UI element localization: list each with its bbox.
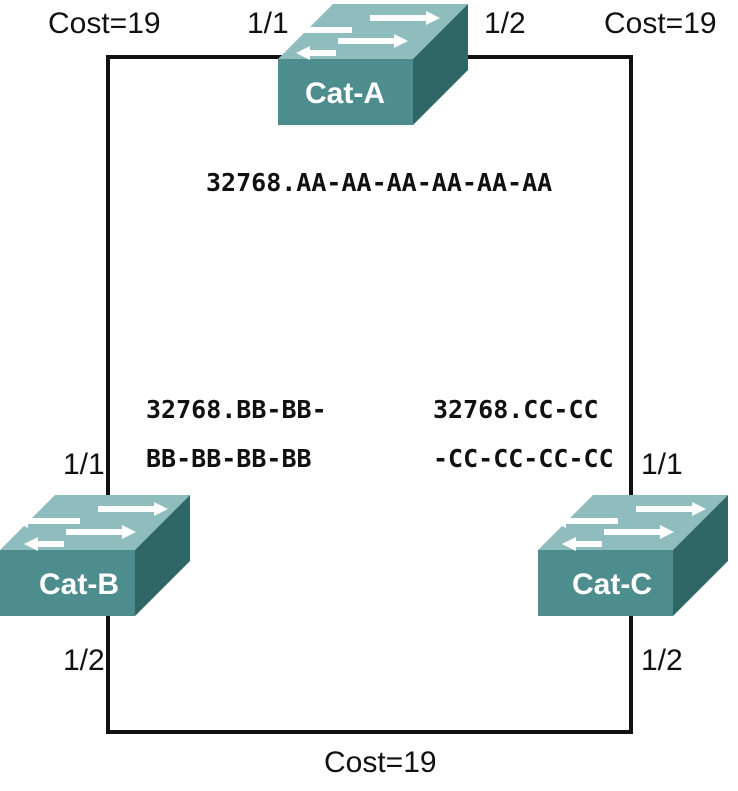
cost-label-cat-b-cat-c: Cost=19: [324, 746, 437, 779]
bridge-id-cat-b-line-2: BB-BB-BB-BB: [146, 444, 312, 473]
switch-side-face: [135, 495, 190, 616]
port-label-cat-c-bottom: 1/2: [641, 644, 683, 677]
switch-cat-a[interactable]: Cat-A: [278, 4, 468, 125]
links: [106, 55, 633, 734]
cost-label-cat-a-cat-b: Cost=19: [48, 7, 161, 40]
switch-arrows-icon: [286, 11, 440, 60]
bridge-id-cat-c-line-1: 32768.CC-CC: [433, 395, 599, 424]
cost-label-cat-a-cat-c: Cost=19: [604, 7, 717, 40]
port-label-cat-a-right: 1/2: [484, 7, 526, 40]
switch-cat-c[interactable]: Cat-C: [538, 495, 728, 616]
switch-side-face: [413, 4, 468, 125]
switch-name-cat-a: Cat-A: [305, 77, 385, 110]
link-cat-b-to-cat-c: [106, 612, 633, 734]
link-cat-a-to-cat-c: [468, 55, 633, 500]
port-label-cat-a-left: 1/1: [247, 7, 289, 40]
switch-front-face: [278, 59, 413, 125]
port-label-cat-c-top: 1/1: [641, 448, 683, 481]
switch-arrows-icon: [14, 502, 168, 551]
switch-arrows-icon: [552, 502, 706, 551]
bridge-id-cat-a: 32768.AA-AA-AA-AA-AA-AA: [206, 168, 552, 197]
switch-name-cat-c: Cat-C: [572, 568, 652, 601]
switch-cat-b[interactable]: Cat-B: [0, 495, 190, 616]
bridge-id-cat-b-line-1: 32768.BB-BB-: [146, 395, 327, 424]
link-cat-a-to-cat-b: [106, 55, 282, 495]
switch-side-face: [673, 495, 728, 616]
switch-front-face: [538, 550, 673, 616]
bridge-id-cat-c-line-2: -CC-CC-CC-CC: [433, 444, 614, 473]
port-label-cat-b-top: 1/1: [63, 448, 105, 481]
switch-front-face: [0, 550, 135, 616]
port-label-cat-b-bottom: 1/2: [63, 644, 105, 677]
switch-name-cat-b: Cat-B: [39, 568, 119, 601]
